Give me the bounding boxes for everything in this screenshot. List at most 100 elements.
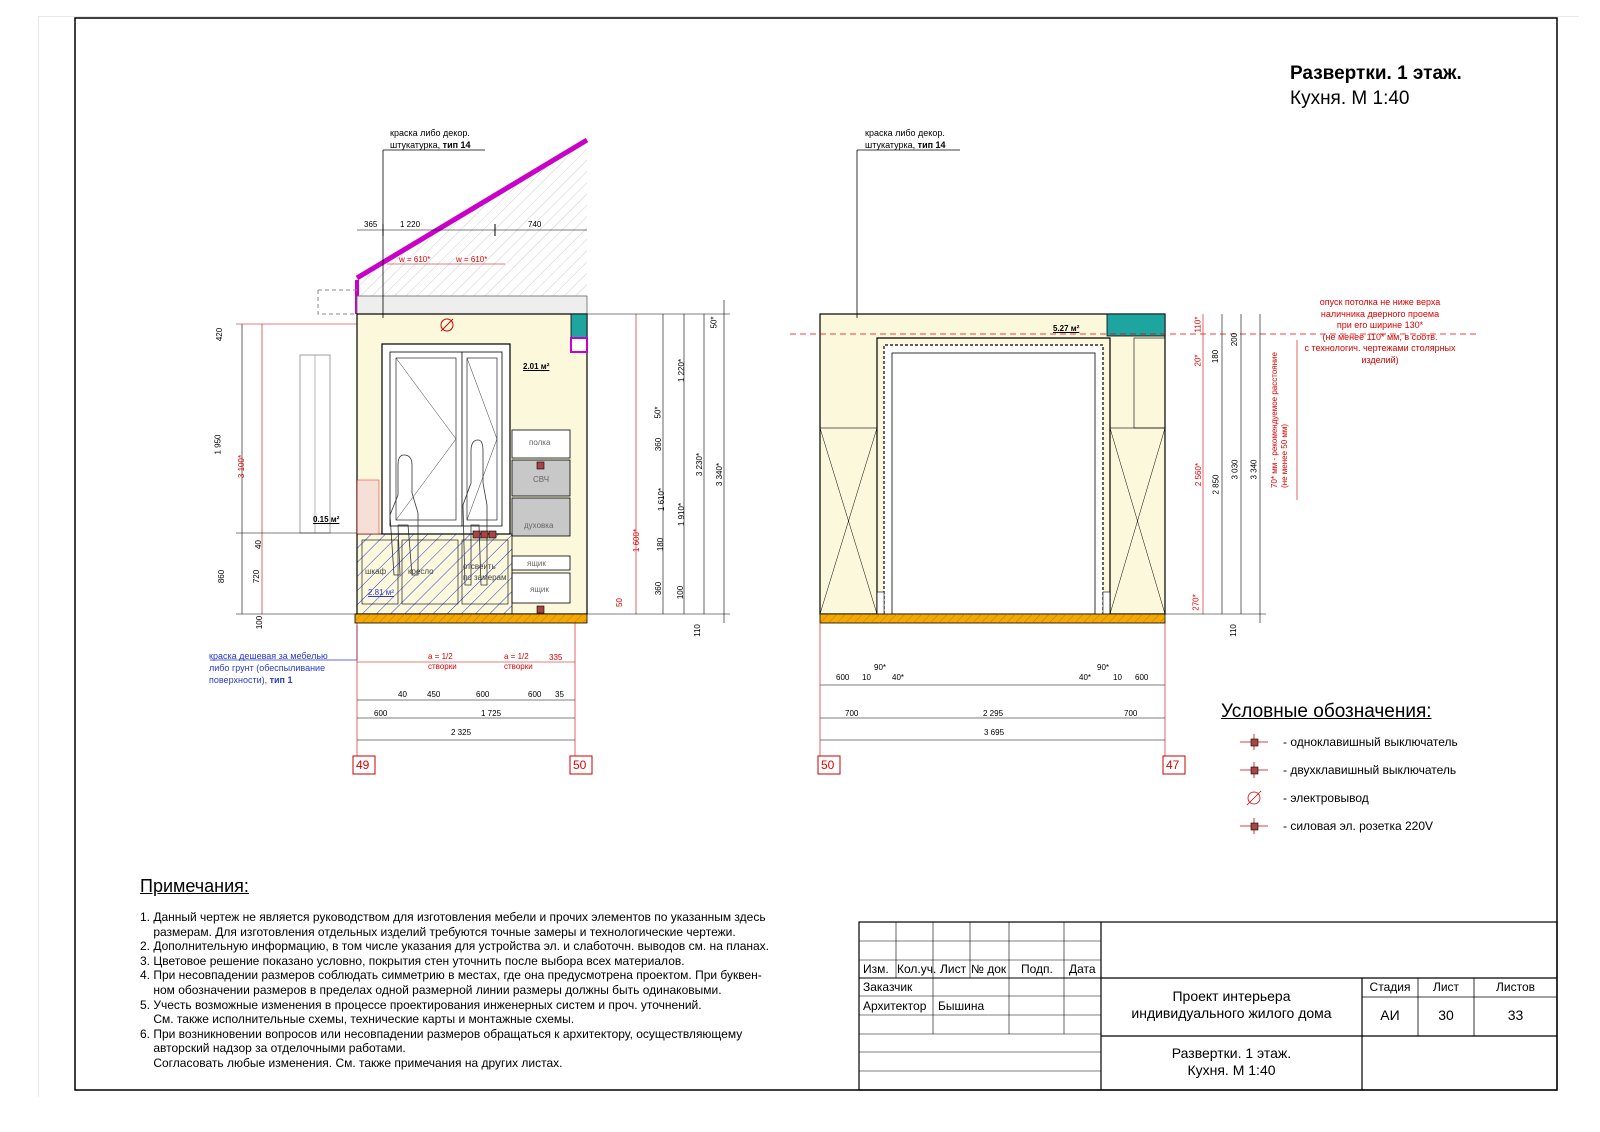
dim-rb-10b: 10 <box>1113 673 1122 682</box>
dim-r-2560: 2 560* <box>1194 462 1204 487</box>
stamp-architect-label: Архитектор <box>863 999 927 1013</box>
dim-bot-335: 335 <box>549 653 563 662</box>
note-line: 5. Учесть возможные изменения в процессе… <box>140 997 702 1012</box>
dim-bot-600b: 600 <box>528 690 542 699</box>
label-shelf: полка <box>529 438 551 447</box>
cabinet-microwave <box>511 459 571 497</box>
dim-bot-35: 35 <box>555 690 564 699</box>
stamp-project-title: Проект интерьера индивидуального жилого … <box>1131 988 1332 1021</box>
dim-rb-10a: 10 <box>862 673 871 682</box>
roof-section <box>357 140 587 314</box>
elevation-right <box>790 149 1480 775</box>
dim-bot-2325: 2 325 <box>451 728 472 737</box>
ceiling-note: опуск потолка не ниже верха наличника дв… <box>1304 297 1456 365</box>
note-line: 2. Дополнительную информацию, в том числ… <box>140 939 770 954</box>
dim-r-200: 200 <box>1230 332 1240 347</box>
dim-r-3030: 3 030 <box>1230 459 1240 480</box>
sash-label-2b: створки <box>504 662 533 671</box>
stamp-customer-label: Заказчик <box>863 980 913 994</box>
dim-right-360a: 360 <box>654 437 664 452</box>
dim-left-420: 420 <box>215 327 225 342</box>
window-left <box>381 343 511 535</box>
dim-r-3340: 3 340 <box>1249 459 1259 480</box>
cabinet-shelf <box>511 429 571 459</box>
dim-right-3230: 3 230* <box>695 452 705 477</box>
dim-bot-1725: 1 725 <box>481 709 502 718</box>
dim-right-1600: 1 600* <box>632 528 642 553</box>
label-cabinet: шкаф <box>365 567 387 576</box>
dim-bot-600a: 600 <box>476 690 490 699</box>
cabinet-oven <box>511 497 571 537</box>
axis-49: 49 <box>356 758 370 772</box>
dim-rb-40b: 40* <box>1079 673 1092 682</box>
dim-left-720: 720 <box>252 569 262 584</box>
stamp-sheet-label: Лист <box>1432 980 1460 994</box>
dim-bot-600c: 600 <box>374 709 388 718</box>
note-line: См. также исполнительные схемы, техничес… <box>140 1012 575 1027</box>
stamp-sheets-label: Листов <box>1496 980 1535 994</box>
dim-r-2850: 2 850 <box>1211 474 1221 495</box>
dim-rb-700a: 700 <box>845 709 859 718</box>
paint-note-1: краска дешевая за мебелью <box>209 651 328 661</box>
area-label-1: 2.01 м² <box>523 362 550 371</box>
label-oven: духовка <box>524 521 554 530</box>
dim-left-860: 860 <box>217 569 227 584</box>
dim-rb-3695: 3 695 <box>984 728 1005 737</box>
dim-rb-40a: 40* <box>892 673 905 682</box>
stamp-architect-name: Бышина <box>938 999 985 1013</box>
title-block-grid <box>858 921 1558 1091</box>
wall-note-left-2: штукатурка, тип 14 <box>390 140 471 150</box>
teal-column <box>570 313 588 339</box>
dim-right-50b: 50* <box>653 406 663 419</box>
dim-rb-600a: 600 <box>836 673 850 682</box>
stamp-header-list: Лист <box>940 962 967 976</box>
lower-cabinet-hatch <box>356 533 513 615</box>
stamp-header-sign: Подп. <box>1021 962 1053 976</box>
wall-note-left-1: краска либо декор. <box>390 128 470 138</box>
stamp-stage-value: АИ <box>1380 1007 1400 1023</box>
dim-left-3100: 3 100* <box>237 454 247 479</box>
stamp-stage-label: Стадия <box>1369 980 1411 994</box>
area-label-2: 0.15 м² <box>313 515 340 524</box>
legend-item-socket: - силовая эл. розетка 220V <box>1283 819 1434 833</box>
note-line: 6. При возникновении вопросов или несовп… <box>140 1026 743 1041</box>
elevation-left <box>210 137 730 775</box>
note-line: Согласовать любые изменения. См. также п… <box>140 1055 563 1070</box>
dim-window-w2: w = 610* <box>456 255 488 264</box>
dim-right-1220: 1 220* <box>677 358 687 383</box>
dim-r-110a: 110* <box>1193 316 1203 333</box>
note-line: ном обозначении размеров в пределах одно… <box>140 982 722 997</box>
sheet-subtitle: Кухня. М 1:40 <box>1290 88 1410 109</box>
dim-rb-90b: 90* <box>1097 663 1110 672</box>
dim-right-3340: 3 340* <box>715 462 725 487</box>
dim-right-50c: 50 <box>614 598 624 607</box>
dim-left-1950: 1 950 <box>213 434 223 455</box>
stamp-header-izm: Изм. <box>863 962 889 976</box>
label-drawer-1: ящик <box>527 559 546 568</box>
area-label-3: 2.81 м² <box>368 588 394 597</box>
axis-50-right: 50 <box>821 758 835 772</box>
dim-left-100: 100 <box>255 615 265 630</box>
stamp-drawing-title: Развертки. 1 этаж. Кухня. М 1:40 <box>1171 1045 1292 1078</box>
area-label-right: 5.27 м² <box>1053 324 1080 333</box>
label-verify: отсвеить <box>463 562 496 571</box>
stamp-header-doc: № док <box>971 962 1007 976</box>
dim-bot-450: 450 <box>427 690 441 699</box>
dim-rb-700b: 700 <box>1124 709 1138 718</box>
notes-list: 1. Данный чертеж не является руководство… <box>140 910 769 1071</box>
label-drawer-2: ящик <box>530 585 549 594</box>
dim-r-110b: 110 <box>1228 624 1238 637</box>
dim-top-740: 740 <box>528 220 542 229</box>
notes-title: Примечания: <box>140 876 249 896</box>
dim-top-365: 365 <box>364 220 378 229</box>
roof-line <box>355 137 589 281</box>
sash-label-2a: a = 1/2 <box>504 652 529 661</box>
legend-title: Условные обозначения: <box>1221 701 1432 722</box>
stamp-sheet-value: 30 <box>1438 1007 1454 1023</box>
legend-item-double-switch: - двухклавишный выключатель <box>1283 763 1457 777</box>
legend-item-single-switch: - одноклавишный выключатель <box>1283 735 1458 749</box>
note-line: 1. Данный чертеж не является руководство… <box>140 910 766 924</box>
dim-rb-90a: 90* <box>874 663 887 672</box>
dim-rb-2295: 2 295 <box>983 709 1004 718</box>
